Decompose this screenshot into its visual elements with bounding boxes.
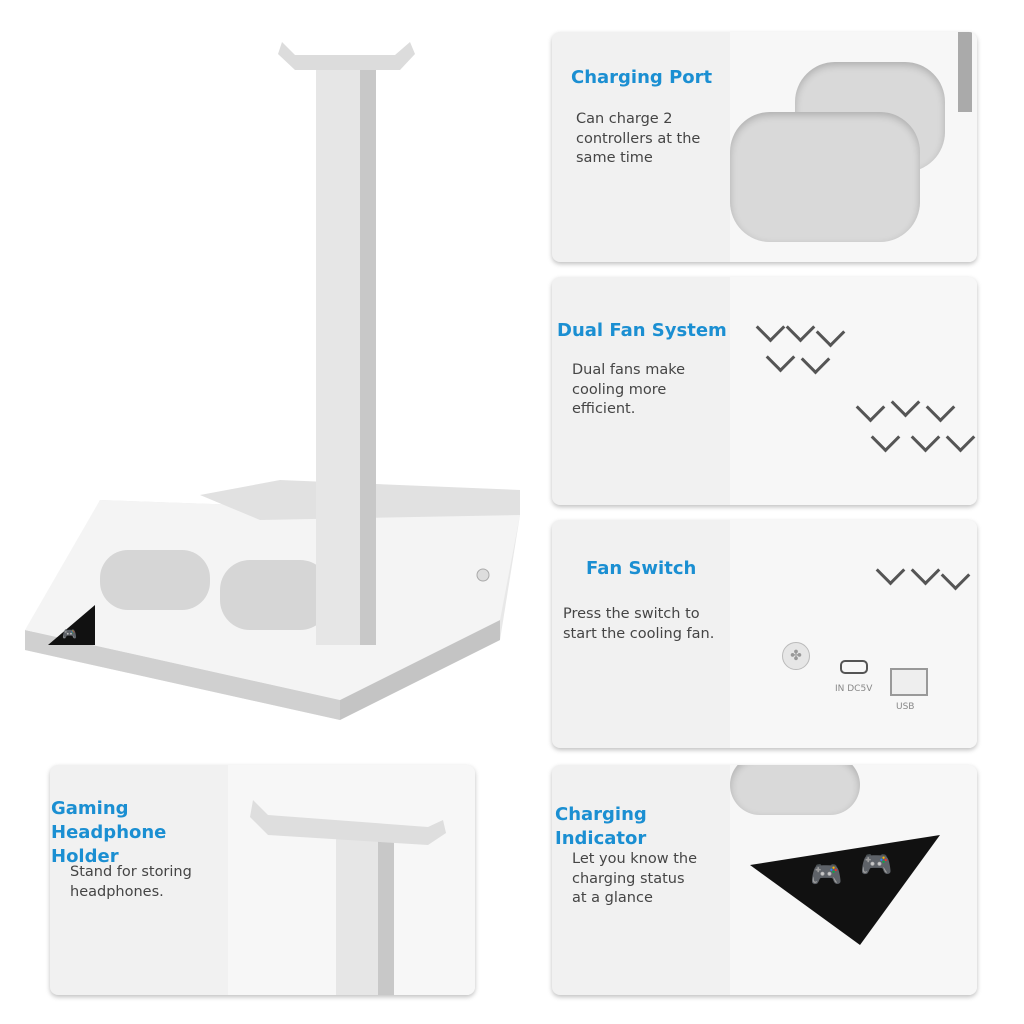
feature-description: Dual fans make cooling more efficient. (572, 362, 686, 417)
dc-in-label: IN DC5V (835, 684, 873, 694)
feature-title: Charging Indicator (555, 804, 647, 849)
charging-indicator-image: 🎮 🎮 (730, 765, 977, 995)
feature-card-dual-fan: Dual Fan System Dual fans make cooling m… (552, 277, 977, 505)
dual-fan-image (730, 277, 977, 505)
feature-description: Can charge 2 controllers at the same tim… (576, 111, 701, 166)
feature-description: Let you know the charging status at a gl… (572, 851, 698, 906)
feature-description: Stand for storing headphones. (70, 864, 192, 900)
feature-description: Press the switch to start the cooling fa… (563, 606, 715, 642)
usb-c-port-icon (840, 660, 868, 674)
charging-stand-illustration: 🎮 (25, 42, 520, 720)
feature-card-fan-switch: Fan Switch Press the switch to start the… (552, 520, 977, 748)
feature-card-charging-indicator: Charging Indicator Let you know the char… (552, 765, 977, 995)
charging-port-image (730, 32, 977, 262)
usb-port-icon (890, 668, 928, 696)
feature-title: Charging Port (571, 67, 713, 88)
indicator-panel (48, 605, 95, 645)
feature-card-headphone-holder: Gaming Headphone Holder Stand for storin… (50, 765, 475, 995)
indicator-panel: 🎮 🎮 (750, 835, 940, 945)
headphone-holder-illustration (250, 800, 446, 995)
feature-title: Fan Switch (586, 558, 697, 579)
feature-title: Gaming Headphone Holder (51, 798, 167, 867)
fan-switch-icon: ✤ (782, 642, 810, 670)
feature-title: Dual Fan System (557, 320, 727, 341)
feature-card-charging-port: Charging Port Can charge 2 controllers a… (552, 32, 977, 262)
usb-label: USB (896, 702, 915, 712)
svg-text:🎮: 🎮 (62, 627, 77, 641)
fan-switch-image: ✤ IN DC5V USB (730, 520, 977, 748)
headphone-holder-image (228, 765, 475, 995)
green-controller-icon: 🎮 (810, 860, 842, 890)
product-main-image: 🎮 (20, 30, 530, 730)
red-controller-icon: 🎮 (860, 850, 892, 880)
